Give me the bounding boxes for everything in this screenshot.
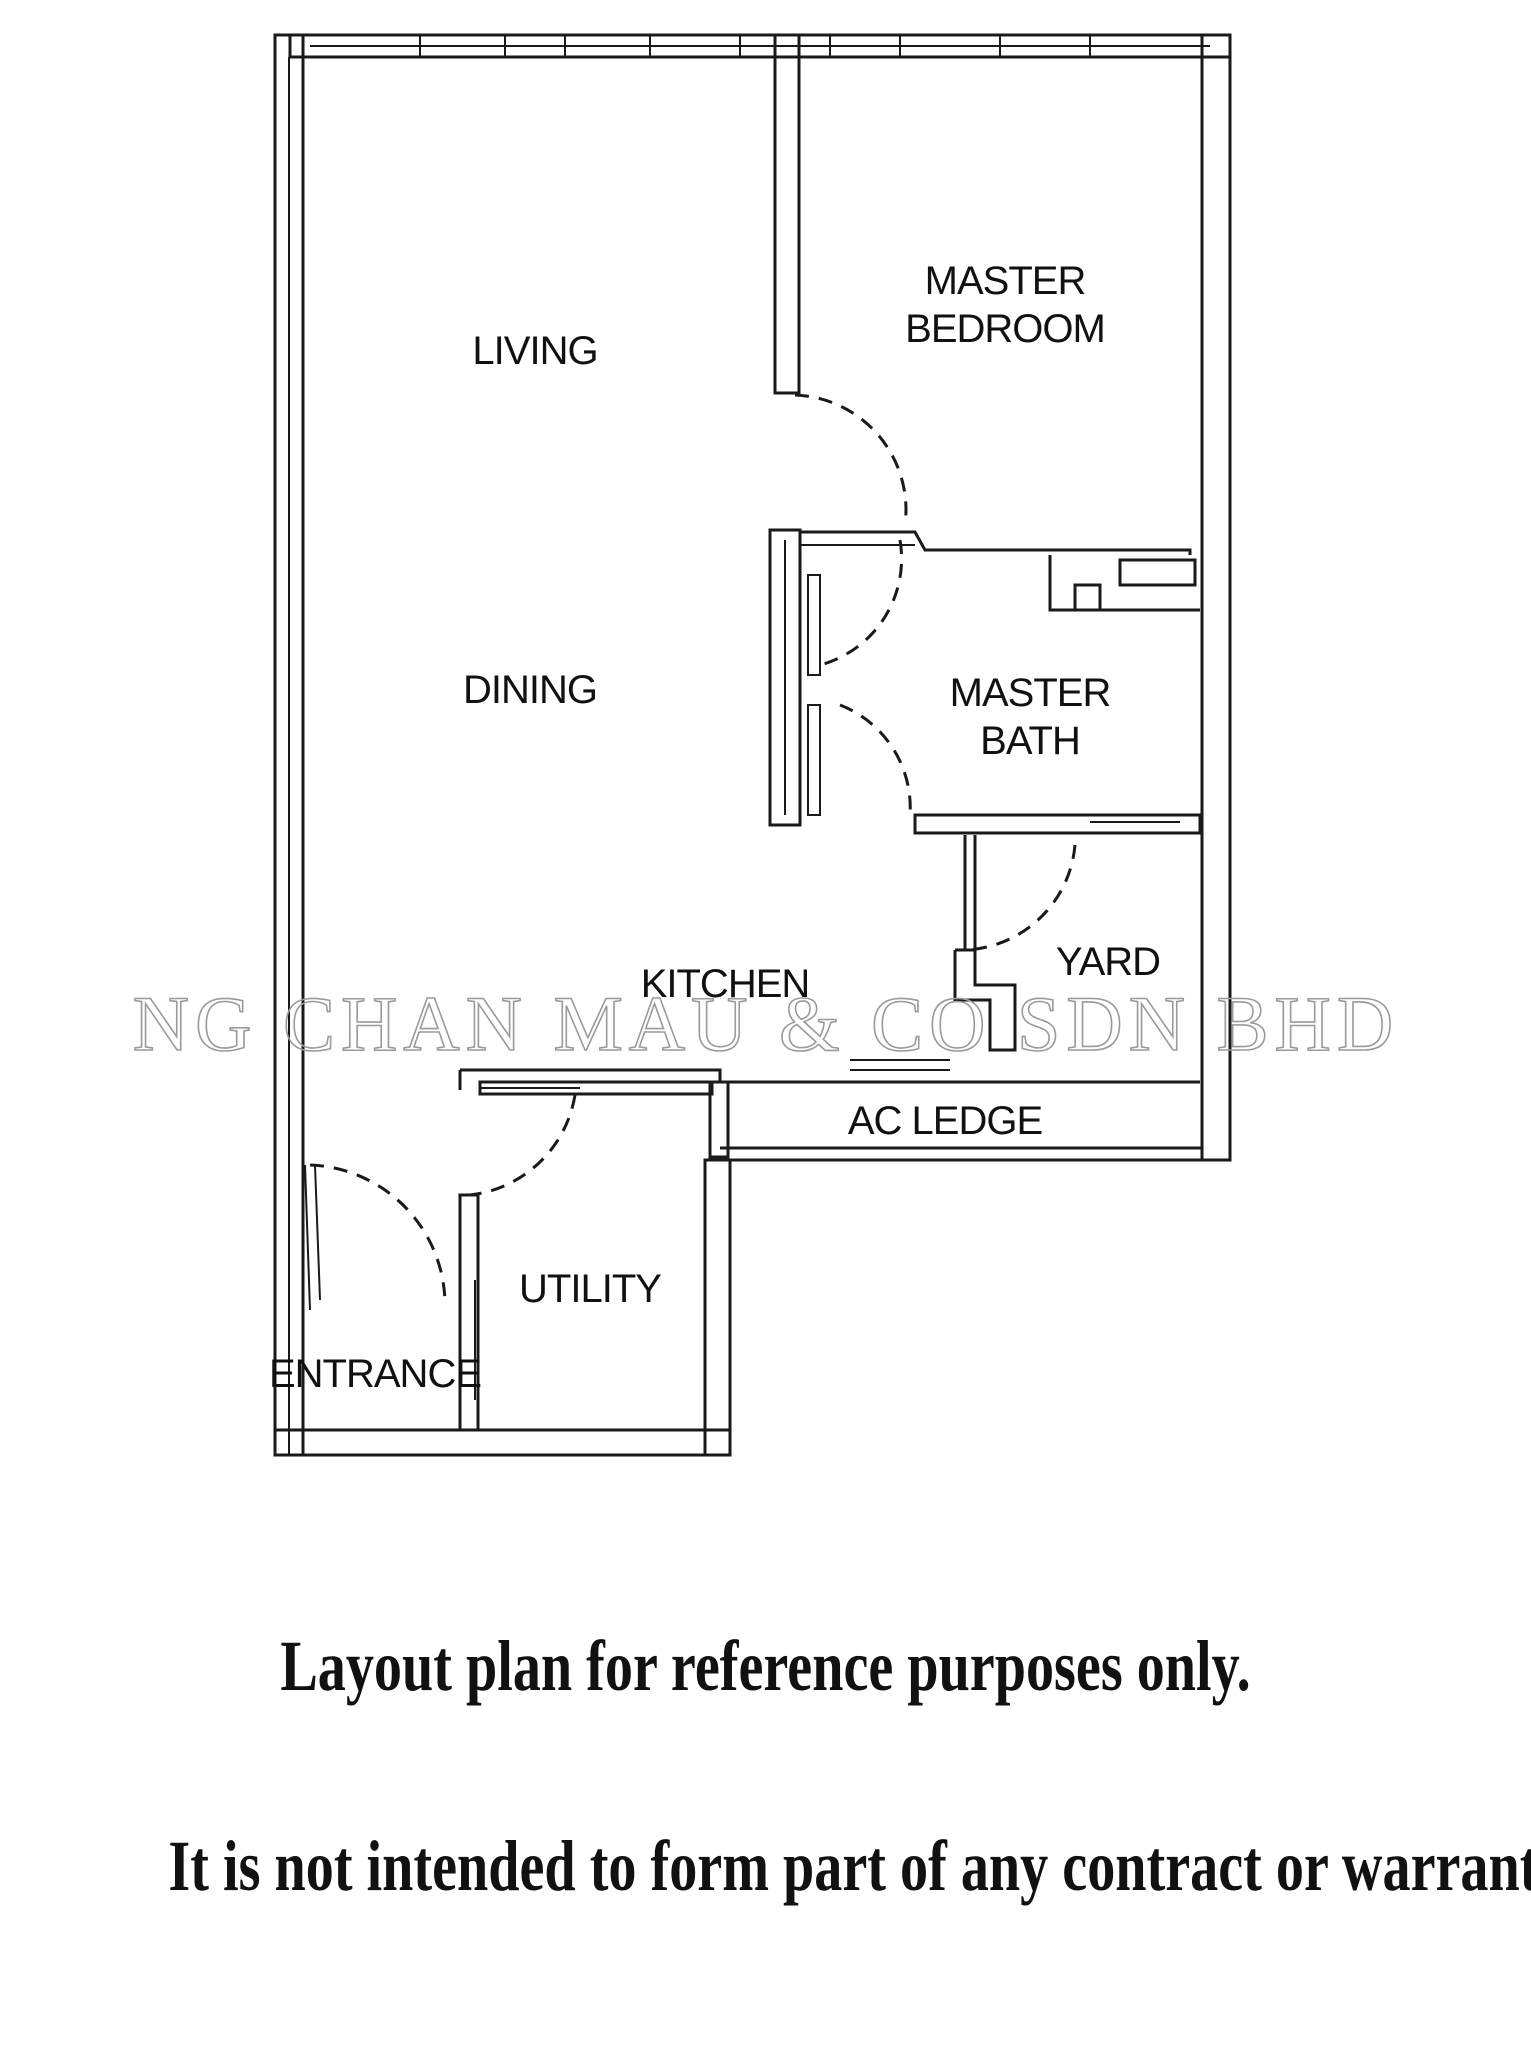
dining-label: DINING (463, 668, 597, 712)
entrance-door-swing (309, 1163, 447, 1306)
utility-label: UTILITY (519, 1267, 661, 1311)
outer-walls (273, 33, 1232, 1457)
bath-door-swing-lower (839, 703, 912, 816)
utility-door-swing (469, 1094, 577, 1197)
master-bedroom-label-line2: BEDROOM (905, 307, 1105, 351)
yard-label: YARD (1056, 940, 1160, 984)
watermark-text: NG CHAN MAU & CO SDN BHD (133, 980, 1399, 1067)
master-bedroom-label-line1: MASTER (925, 259, 1086, 303)
disclaimer-line-1: Layout plan for reference purposes only. (280, 1626, 1251, 1706)
master-bath-label-line2: BATH (980, 719, 1080, 763)
bedroom-door-swing (794, 393, 908, 526)
kitchen-label: KITCHEN (641, 962, 810, 1006)
bath-door-swing-upper (819, 539, 904, 667)
yard-door-swing (964, 844, 1077, 952)
disclaimer-line-2: It is not intended to form part of any c… (168, 1826, 1531, 1906)
door-swings (309, 393, 1077, 1306)
interior-walls (304, 33, 1202, 1432)
ac-ledge-label: AC LEDGE (848, 1099, 1042, 1143)
entrance-label: ENTRANCE (269, 1352, 481, 1396)
living-label: LIVING (472, 329, 597, 373)
master-bath-label-line1: MASTER (950, 671, 1111, 715)
